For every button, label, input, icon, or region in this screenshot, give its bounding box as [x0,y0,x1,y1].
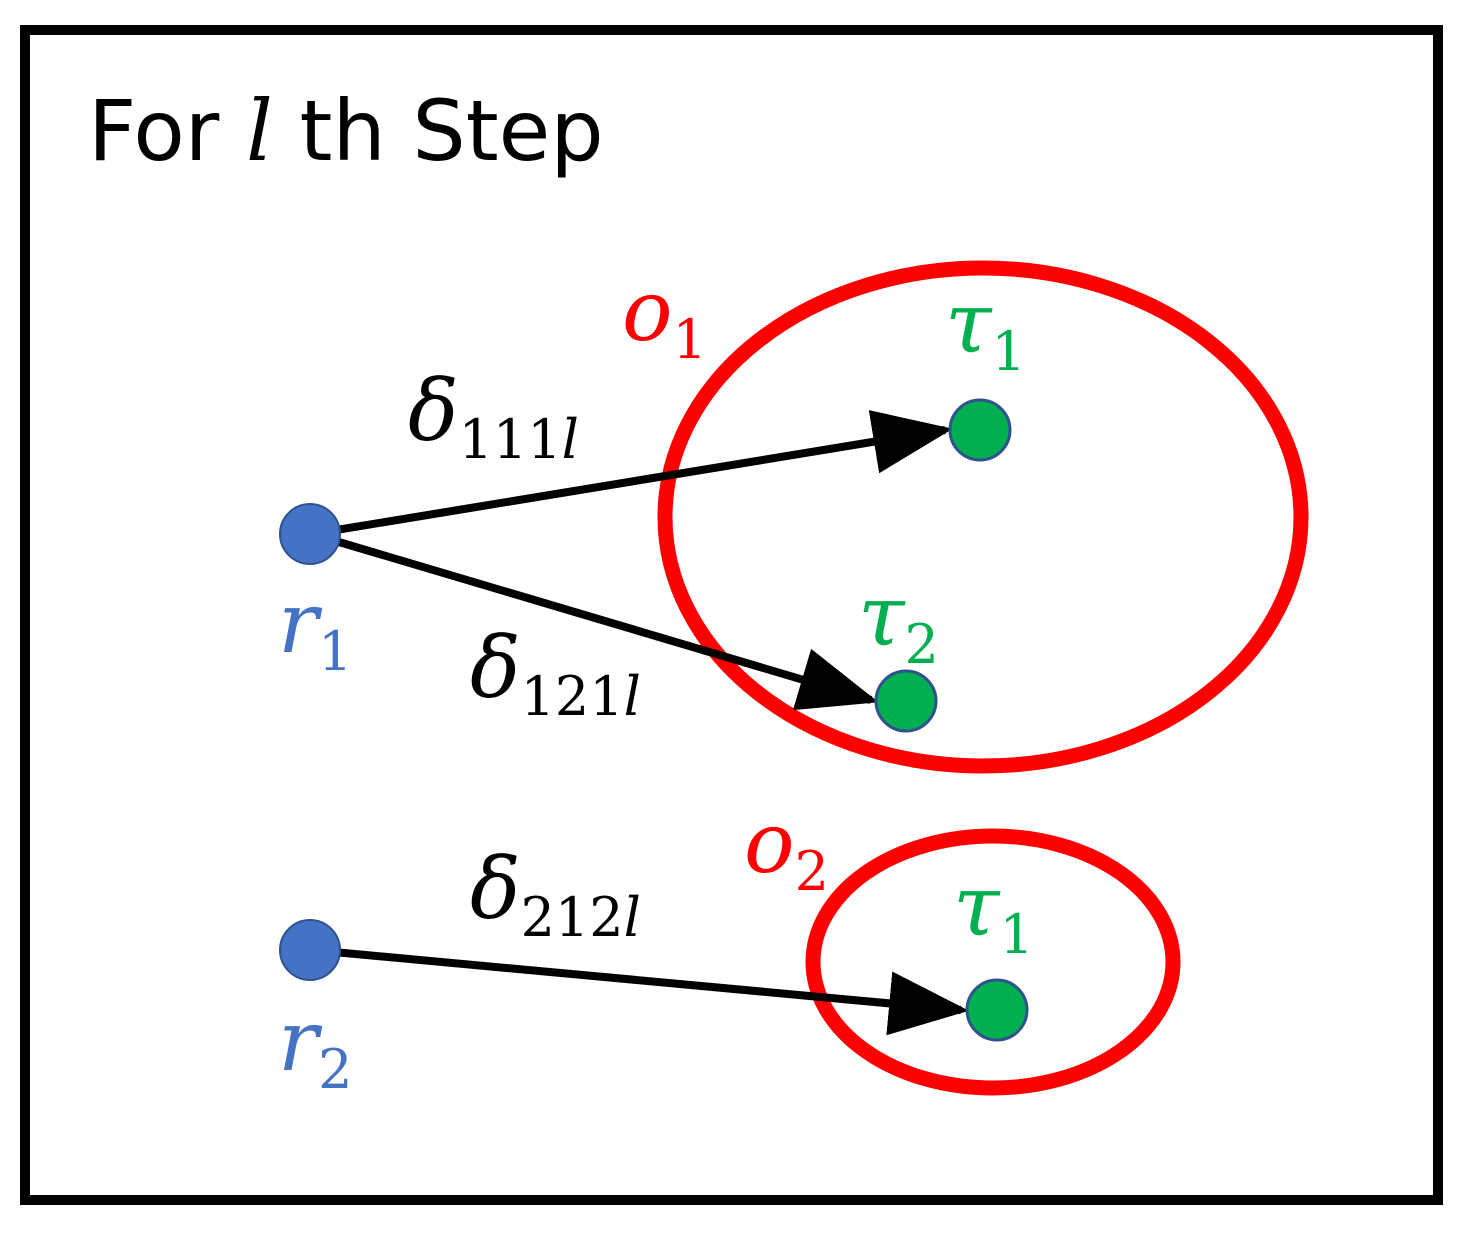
title-prefix: For [88,82,246,180]
object-label-o1: o1 [622,262,707,371]
robot-node-r1 [279,503,341,565]
object-label-o2: o2 [744,794,829,903]
task-label-t1-lower: τ1 [953,857,1034,966]
task-node-t2 [874,669,938,733]
task-node-t1-upper [948,398,1012,462]
title-variable: l [246,82,273,180]
robot-label-r2: r2 [278,992,353,1101]
object-ellipse-o1 [657,260,1309,774]
task-node-t1-lower [965,978,1029,1042]
edge-arrow-r2-t1 [311,946,969,1036]
object-ellipse-o2 [805,828,1181,1096]
robot-node-r2 [279,919,341,981]
robot-label-r1: r1 [278,574,353,683]
edge-arrow-r1-t1 [311,410,953,538]
edge-label-delta-212l: δ212l [470,840,641,949]
edge-label-delta-121l: δ121l [470,619,641,728]
task-label-t1-upper: τ1 [945,274,1026,383]
task-label-t2: τ2 [858,567,939,676]
edge-label-delta-111l: δ111l [408,362,579,471]
title-suffix: th Step [273,82,604,180]
diagram-title: For l th Step [88,82,604,180]
edge-arrow-r1-t2 [310,530,879,711]
outer-frame [20,25,1443,1205]
